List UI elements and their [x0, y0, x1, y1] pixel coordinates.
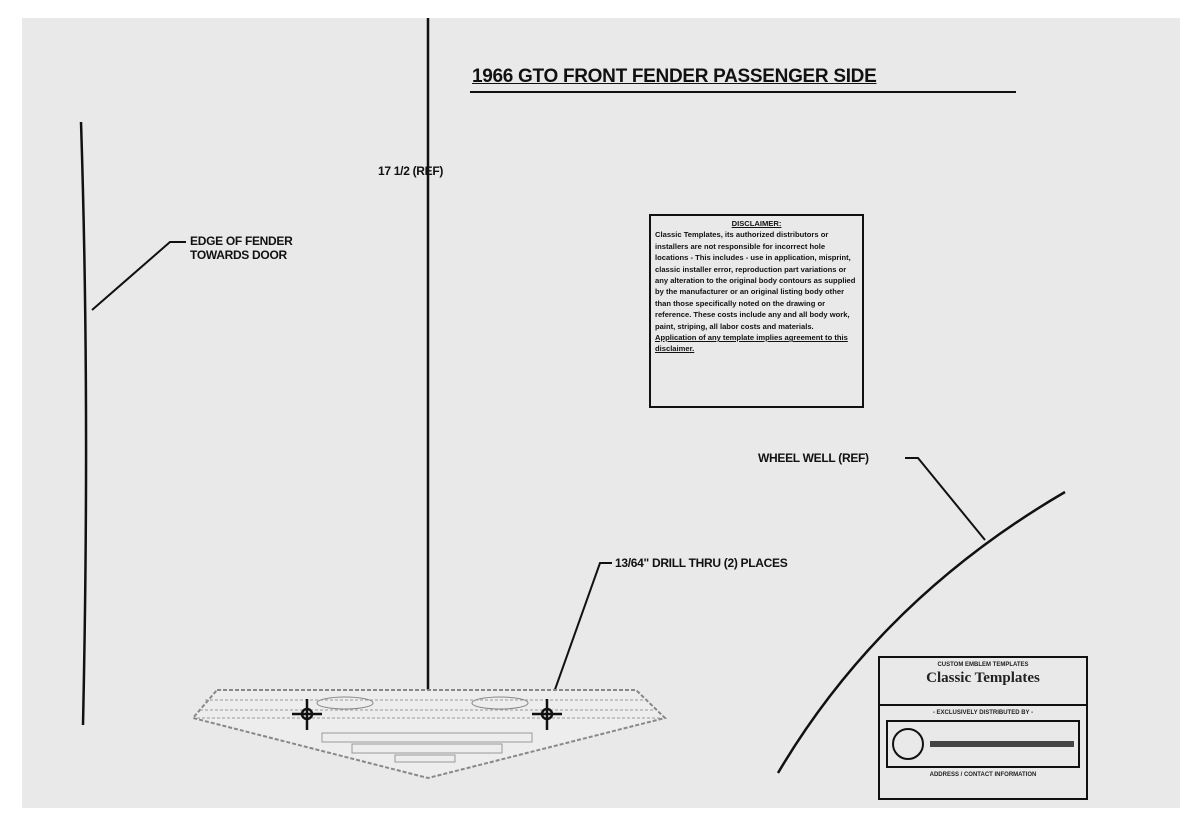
- drill-leader: [546, 562, 612, 713]
- disclaimer-footer: Application of any template implies agre…: [655, 333, 848, 354]
- drill-hole-right: [532, 699, 562, 730]
- title-block: CUSTOM EMBLEM TEMPLATES Classic Template…: [878, 656, 1088, 800]
- drill-label: 13/64" DRILL THRU (2) PLACES: [615, 556, 788, 570]
- drill-hole-left: [292, 699, 322, 730]
- fender-edge-line: [79, 121, 88, 726]
- disclaimer-heading: DISCLAIMER:: [731, 219, 782, 228]
- disclaimer-box: DISCLAIMER: Classic Templates, its autho…: [649, 214, 864, 408]
- fender-edge-label: EDGE OF FENDER TOWARDS DOOR: [190, 234, 293, 262]
- brand-logo: Classic Templates: [926, 670, 1040, 686]
- title-block-top-line: CUSTOM EMBLEM TEMPLATES: [937, 662, 1029, 668]
- wheel-well-leader: [905, 457, 986, 541]
- drawing-sheet: [22, 18, 1180, 808]
- dimension-label: 17 1/2 (REF): [378, 164, 444, 178]
- wheel-well-label: WHEEL WELL (REF): [758, 451, 869, 465]
- fender-edge-leader: [91, 241, 186, 311]
- wheel-well-curve: [776, 490, 1066, 774]
- distributor-emblem-icon: [892, 728, 924, 760]
- disclaimer-body: Classic Templates, its authorized distri…: [655, 230, 856, 331]
- drawing-title: 1966 GTO FRONT FENDER PASSENGER SIDE: [472, 66, 877, 87]
- title-block-address: ADDRESS / CONTACT INFORMATION: [929, 772, 1037, 778]
- distributed-by: - EXCLUSIVELY DISTRIBUTED BY -: [932, 710, 1034, 716]
- emblem-outline: [191, 689, 667, 780]
